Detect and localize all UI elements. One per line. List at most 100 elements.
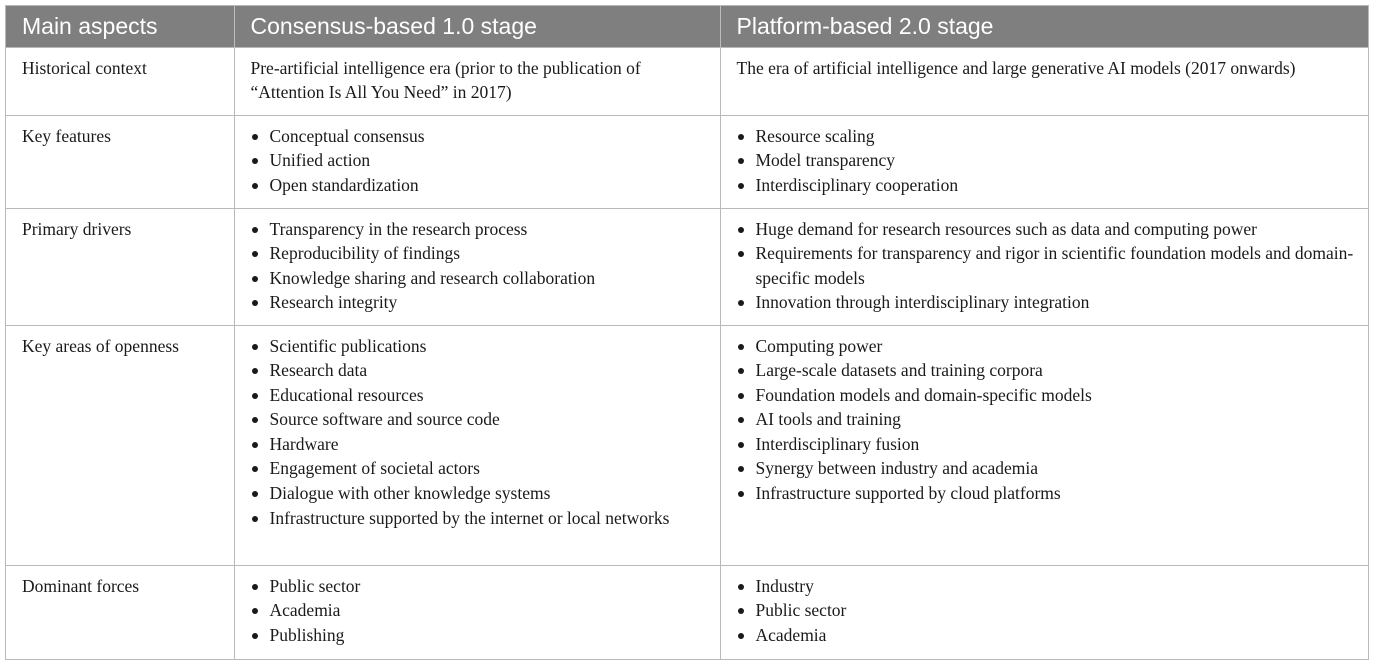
bullet-icon <box>251 133 258 140</box>
list-item: Publishing <box>251 623 712 648</box>
bullet-icon <box>251 608 258 615</box>
bullet-icon <box>737 158 744 165</box>
bullet-icon <box>251 417 258 424</box>
list-item-text: Innovation through interdisciplinary int… <box>755 292 1090 313</box>
bullet-icon <box>737 441 744 448</box>
list-item: Large-scale datasets and training corpor… <box>737 358 1361 383</box>
list-item: Industry <box>737 574 1361 599</box>
list-item: AI tools and training <box>737 407 1361 432</box>
list-item: Scientific publications <box>251 334 712 359</box>
list-item: Computing power <box>737 334 1361 359</box>
bullet-list: Huge demand for research resources such … <box>737 217 1361 315</box>
list-item-text: AI tools and training <box>755 409 901 430</box>
list-item-text: Reproducibility of findings <box>269 243 461 264</box>
list-item: Transparency in the research process <box>251 217 712 242</box>
list-item-text: Knowledge sharing and research collabora… <box>269 267 596 288</box>
list-item: Research integrity <box>251 290 712 315</box>
list-item-text: Dialogue with other knowledge systems <box>269 483 551 504</box>
list-item-text: Public sector <box>269 575 361 596</box>
list-item: Knowledge sharing and research collabora… <box>251 266 712 291</box>
aspect-cell: Dominant forces <box>6 564 235 659</box>
list-item-text: Foundation models and domain-specific mo… <box>755 384 1092 405</box>
bullet-icon <box>251 466 258 473</box>
list-item: Interdisciplinary fusion <box>737 432 1361 457</box>
list-item: Research data <box>251 358 712 383</box>
list-item-text: Source software and source code <box>269 409 500 430</box>
list-item-text: Publishing <box>269 624 345 645</box>
list-item-text: Industry <box>755 575 814 596</box>
list-item-text: Engagement of societal actors <box>269 458 480 479</box>
bullet-icon <box>251 583 258 590</box>
bullet-icon <box>737 608 744 615</box>
list-item-text: Hardware <box>269 433 339 454</box>
list-item: Infrastructure supported by cloud platfo… <box>737 481 1361 506</box>
bullet-icon <box>737 392 744 399</box>
list-item-text: Large-scale datasets and training corpor… <box>755 360 1043 381</box>
bullet-icon <box>251 368 258 375</box>
list-item: Unified action <box>251 148 712 173</box>
bullet-icon <box>251 515 258 522</box>
list-item: Conceptual consensus <box>251 124 712 149</box>
header-stage-2: Platform-based 2.0 stage <box>720 6 1368 47</box>
list-item-text: Infrastructure supported by the internet… <box>269 507 670 528</box>
bullet-icon <box>251 300 258 307</box>
header-stage-1: Consensus-based 1.0 stage <box>234 6 721 47</box>
aspect-cell: Historical context <box>6 46 235 115</box>
bullet-icon <box>737 368 744 375</box>
stage2-cell: Huge demand for research resources such … <box>720 207 1368 325</box>
list-item: Synergy between industry and academia <box>737 456 1361 481</box>
list-item: Innovation through interdisciplinary int… <box>737 290 1361 315</box>
list-item-text: Requirements for transparency and rigor … <box>755 243 1354 288</box>
list-item: Infrastructure supported by the internet… <box>251 506 712 531</box>
table-row: Historical context Pre-artificial intell… <box>6 46 1368 115</box>
header-main-aspects: Main aspects <box>6 6 235 47</box>
list-item-text: Open standardization <box>269 174 419 195</box>
bullet-icon <box>737 226 744 233</box>
list-item-text: Huge demand for research resources such … <box>755 218 1257 239</box>
bullet-icon <box>251 275 258 282</box>
list-item: Educational resources <box>251 383 712 408</box>
bullet-icon <box>737 343 744 350</box>
bullet-icon <box>737 466 744 473</box>
bullet-icon <box>737 300 744 307</box>
bullet-icon <box>737 182 744 189</box>
list-item: Interdisciplinary cooperation <box>737 173 1361 198</box>
bullet-icon <box>737 417 744 424</box>
list-item-text: Public sector <box>755 600 847 621</box>
list-item-text: Synergy between industry and academia <box>755 458 1039 479</box>
list-item-text: Research data <box>269 360 368 381</box>
bullet-icon <box>251 343 258 350</box>
bullet-icon <box>737 583 744 590</box>
list-item-text: Scientific publications <box>269 335 427 356</box>
header-row: Main aspects Consensus-based 1.0 stage P… <box>6 6 1368 47</box>
list-item-text: Academia <box>269 600 341 621</box>
comparison-table: Main aspects Consensus-based 1.0 stage P… <box>6 6 1368 659</box>
aspect-cell: Primary drivers <box>6 207 235 325</box>
bullet-icon <box>251 632 258 639</box>
list-item: Foundation models and domain-specific mo… <box>737 383 1361 408</box>
list-item: Resource scaling <box>737 124 1361 149</box>
list-item: Requirements for transparency and rigor … <box>737 241 1361 290</box>
list-item-text: Research integrity <box>269 292 398 313</box>
table-row: Key areas of openness Scientific publica… <box>6 324 1368 565</box>
bullet-icon <box>737 133 744 140</box>
list-item-text: Computing power <box>755 335 883 356</box>
list-item: Engagement of societal actors <box>251 456 712 481</box>
aspect-cell: Key features <box>6 114 235 208</box>
bullet-icon <box>251 441 258 448</box>
list-item-text: Resource scaling <box>755 125 875 146</box>
bullet-icon <box>251 158 258 165</box>
stage2-cell: The era of artificial intelligence and l… <box>720 46 1368 115</box>
list-item: Dialogue with other knowledge systems <box>251 481 712 506</box>
bullet-icon <box>251 182 258 189</box>
list-item-text: Model transparency <box>755 150 895 171</box>
